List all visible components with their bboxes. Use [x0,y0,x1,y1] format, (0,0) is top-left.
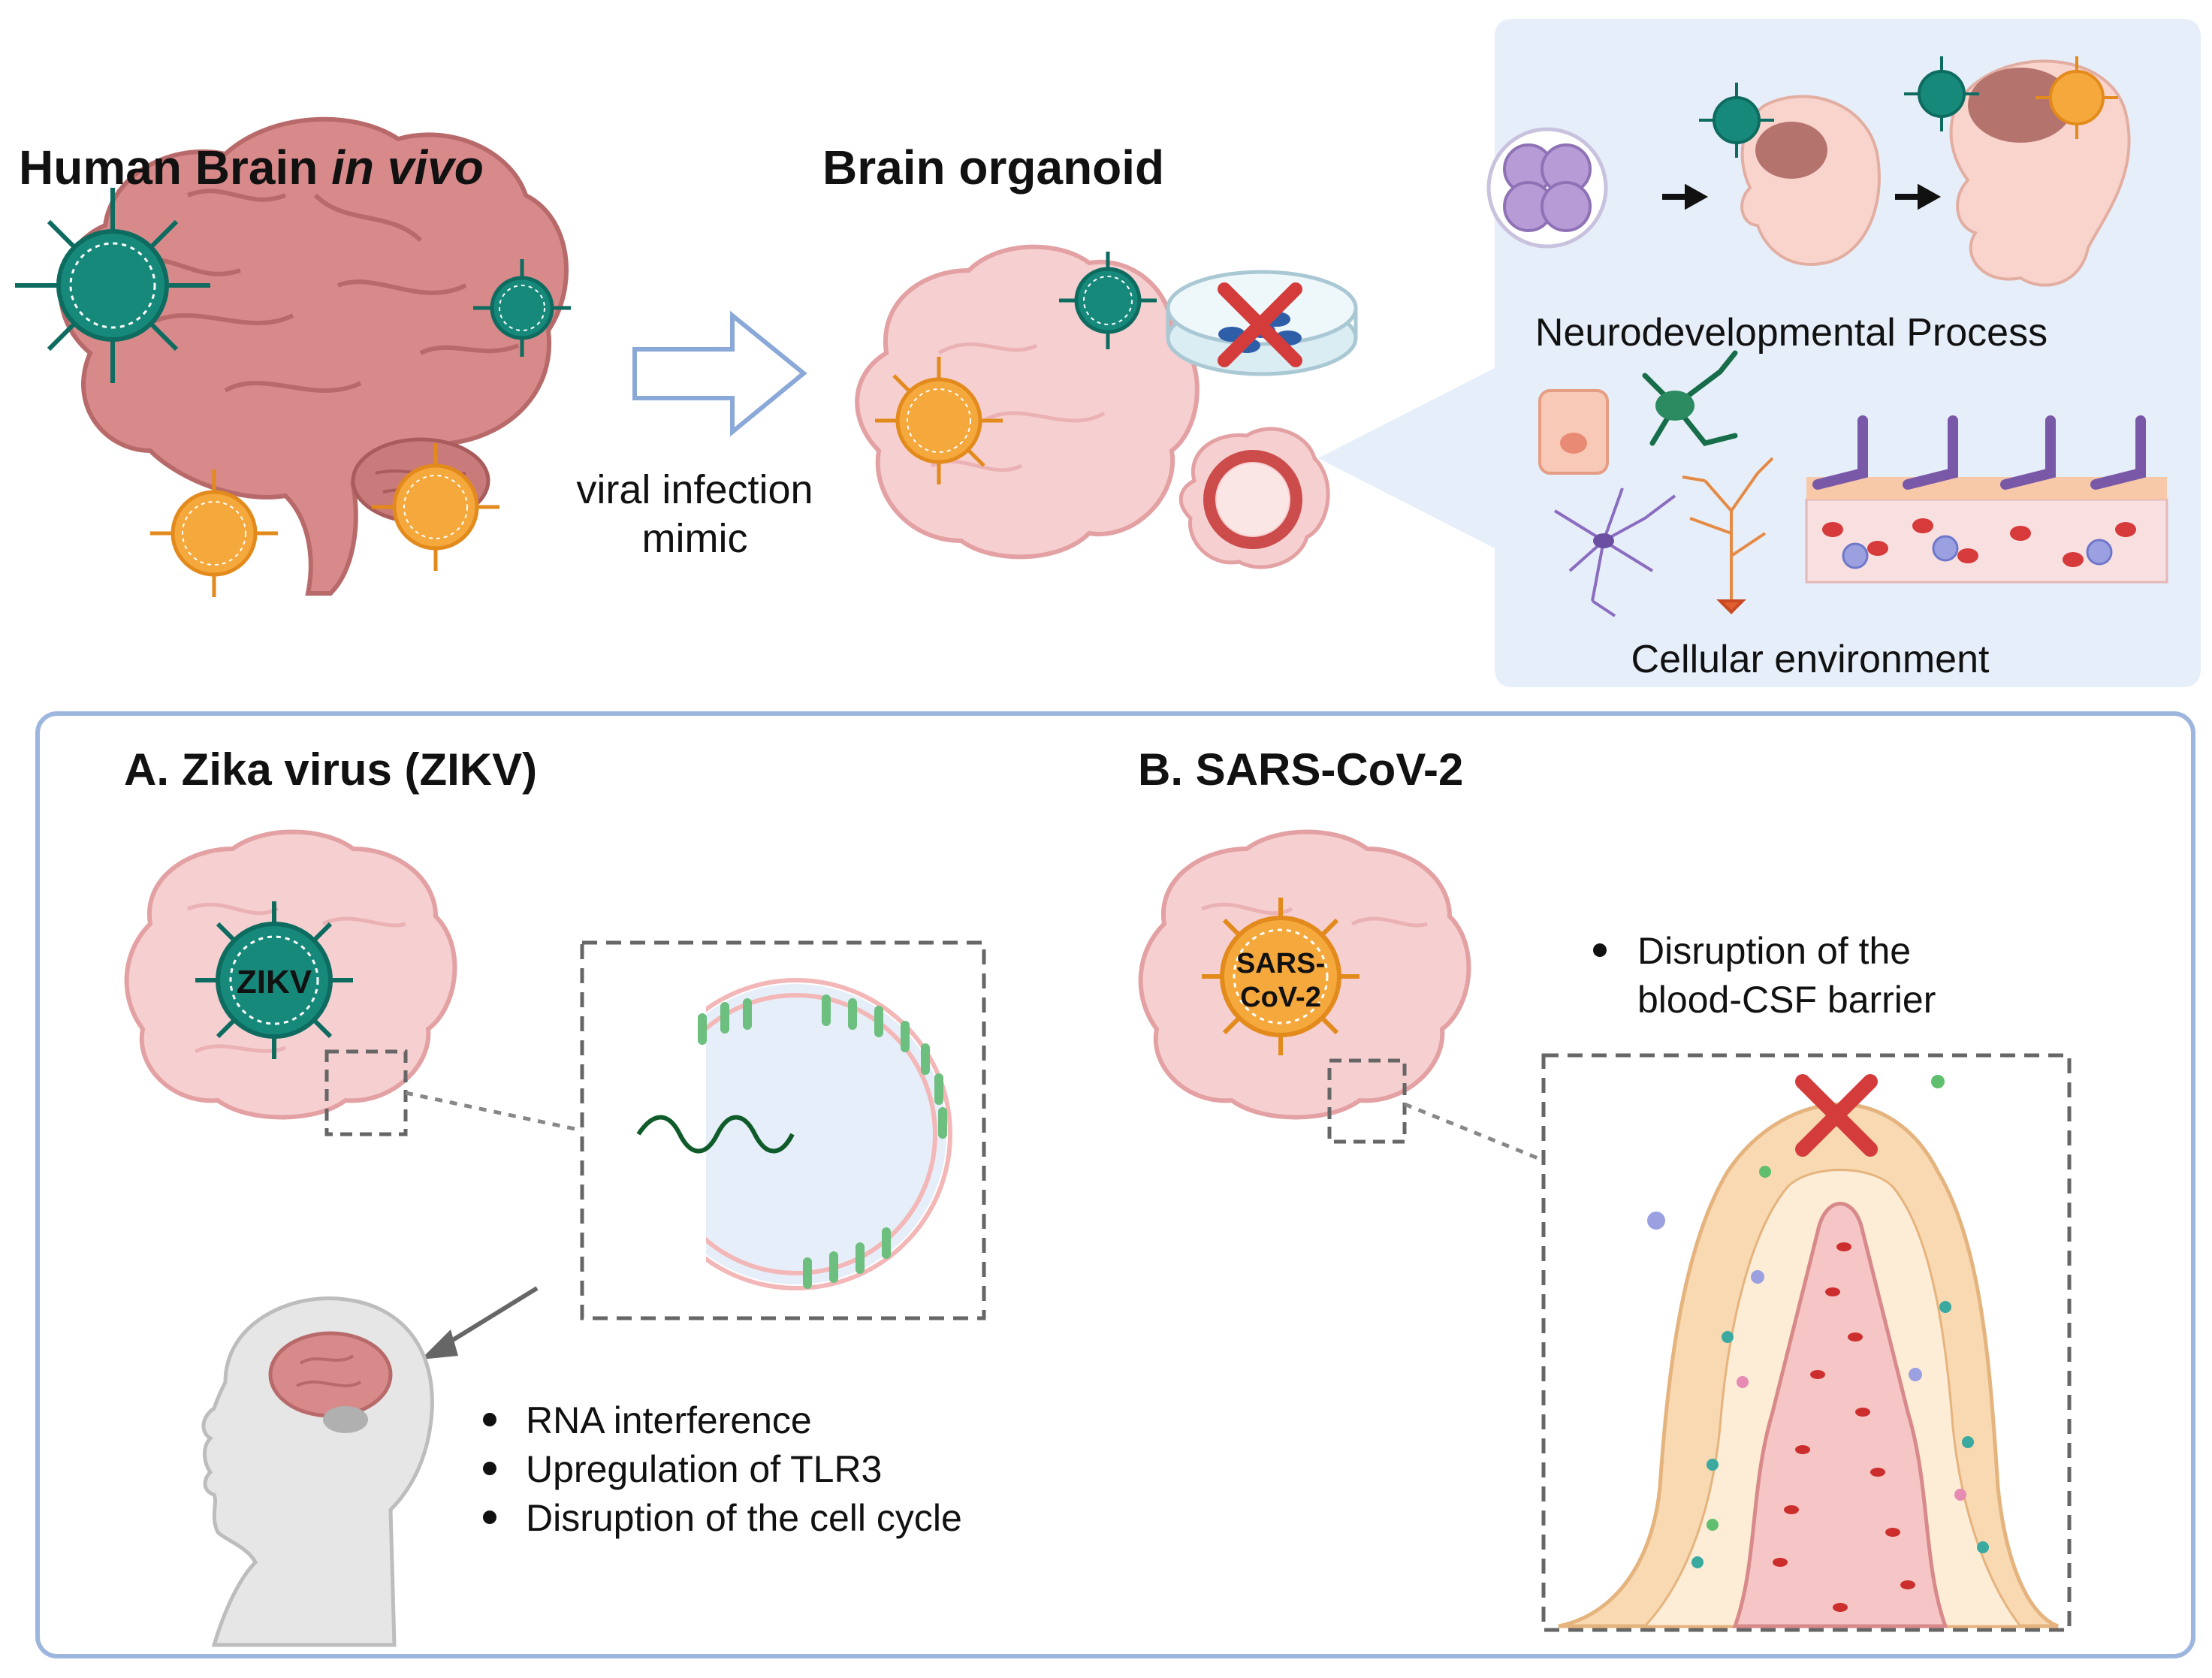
arrow-label-line1: viral infection [576,467,813,512]
blood-barrier-icon [1805,415,2168,584]
zika-virus-icon: ZIKV [195,901,353,1059]
sars-virus-label-line1: SARS- [1236,948,1325,979]
petri-dish-icon [1166,270,1358,376]
in-vivo-title: Human Brain in vivo [19,140,484,195]
organoid-title: Brain organoid [822,140,1164,195]
zika-virus-label: ZIKV [237,964,312,1000]
zika-virion-detail [623,978,952,1290]
bullet-text: RNA interference [526,1399,812,1441]
sars-cov-2-icon [372,443,499,571]
zoom-connector [1404,1102,1544,1163]
bullet-text: Disruption of the cell cycle [526,1497,962,1539]
microglia-icon [1642,350,1738,446]
choroid-zoom-box [1541,1053,2072,1632]
cellular-label: Cellular environment [1631,638,1990,681]
sars-cov-2-icon [875,357,1003,484]
red-cross-icon [1218,282,1302,367]
sars-cov-2-icon: SARS- CoV-2 [1202,898,1359,1055]
neuron-icon [1682,457,1774,614]
progress-arrow-1 [1662,183,1709,210]
bullet-dot [1593,943,1607,957]
result-arrow-head [421,1329,458,1360]
panel-b-heading: B. SARS-CoV-2 [1138,744,1463,795]
panel-a-heading: A. Zika virus (ZIKV) [124,744,537,795]
zika-virus-icon [1699,83,1774,158]
neurodev-label: Neurodevelopmental Process [1535,311,2048,355]
arrow-label-line2: mimic [642,516,748,561]
organoid-ring-icon [1178,427,1330,569]
epithelial-cell-icon [1538,389,1609,475]
panel-b-bullet-line1: Disruption of the [1637,930,1911,972]
zoom-connector [405,1091,583,1133]
zygote-icon [1486,127,1608,249]
zika-virus-icon [1059,252,1157,349]
progress-arrow-2 [1895,183,1942,210]
embryo-icon [1740,95,1881,266]
panel-a-bullets: RNA interference Upregulation of TLR3 Di… [483,1399,962,1539]
sars-cov-2-icon [150,469,278,597]
panel-b-bullet-line2: blood-CSF barrier [1637,979,1936,1021]
zika-virus-icon [15,188,210,383]
red-cross-icon [1795,1074,1878,1157]
result-arrow [438,1286,539,1351]
sars-cov-2-icon [2035,56,2118,139]
human-head-illustration [201,1296,434,1647]
transition-arrow [632,310,807,437]
astrocyte-icon [1553,487,1676,617]
sars-virus-label-line2: CoV-2 [1240,982,1321,1013]
choroid-plexus-illustration [1558,1074,2059,1628]
zika-virus-icon [1904,56,1979,131]
zika-zoom-box [580,940,986,1320]
bottom-frame [35,711,2195,1658]
zika-virus-icon [473,259,571,357]
bullet-text: Upregulation of TLR3 [526,1448,882,1490]
